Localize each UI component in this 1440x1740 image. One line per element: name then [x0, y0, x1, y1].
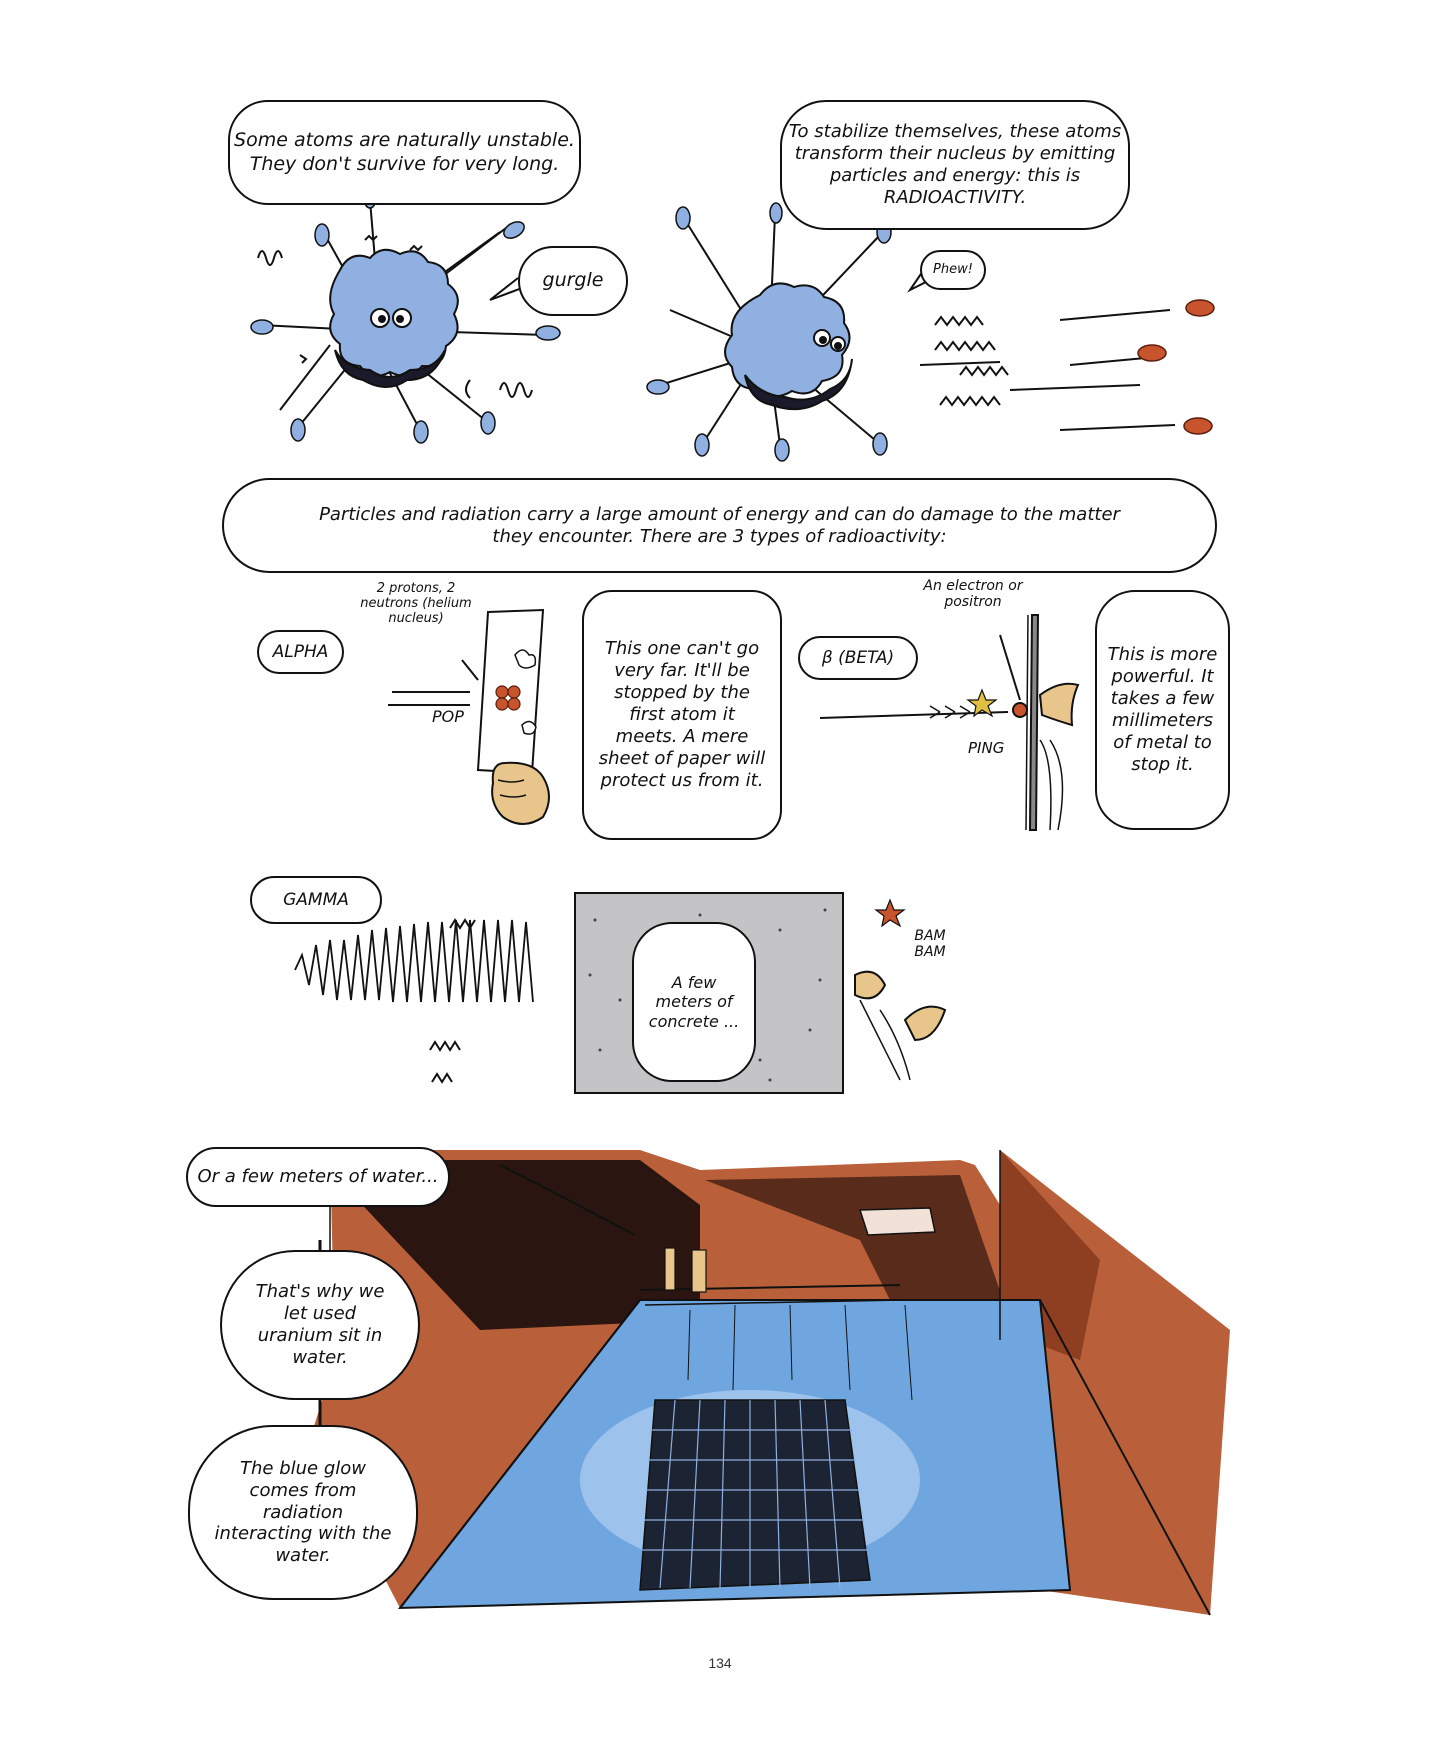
sound-gurgle: gurgle — [518, 246, 628, 316]
caption-blue-glow: The blue glow comes from radiation inter… — [188, 1425, 418, 1600]
caption-concrete: A few meters of concrete ... — [632, 922, 756, 1082]
unstable-atom-illustration — [250, 187, 561, 444]
caption-unstable-atoms: Some atoms are naturally unstable. They … — [228, 100, 581, 205]
beta-metal-illustration — [819, 614, 1080, 831]
sound-phew: Phew! — [920, 250, 986, 290]
sound-pop: POP — [432, 707, 464, 726]
label-beta: β (BETA) — [798, 636, 918, 680]
page-number: 134 — [708, 1655, 732, 1671]
caption-three-types: Particles and radiation carry a large am… — [222, 478, 1217, 573]
alpha-paper-illustration — [388, 608, 550, 825]
caption-radioactivity: To stabilize themselves, these atoms tra… — [780, 100, 1130, 230]
gamma-concrete-illustration — [294, 892, 947, 1094]
emitted-particles — [1137, 299, 1215, 435]
label-gamma: GAMMA — [250, 876, 382, 924]
caption-beta: This is more powerful. It takes a few mi… — [1095, 590, 1230, 830]
caption-water: Or a few meters of water... — [186, 1147, 450, 1207]
sound-bam-bam: BAM BAM — [914, 928, 946, 961]
fuel-pool-illustration — [300, 1150, 1230, 1616]
label-alpha: ALPHA — [257, 630, 344, 674]
caption-alpha: This one can't go very far. It'll be sto… — [582, 590, 782, 840]
caption-used-uranium: That's why we let used uranium sit in wa… — [220, 1250, 420, 1400]
alpha-particle-note: 2 protons, 2 neutrons (helium nucleus) — [360, 581, 472, 626]
stabilizing-atom-illustration — [646, 202, 1176, 462]
sound-ping: PING — [968, 739, 1005, 757]
beta-particle-note: An electron or positron — [923, 578, 1023, 611]
